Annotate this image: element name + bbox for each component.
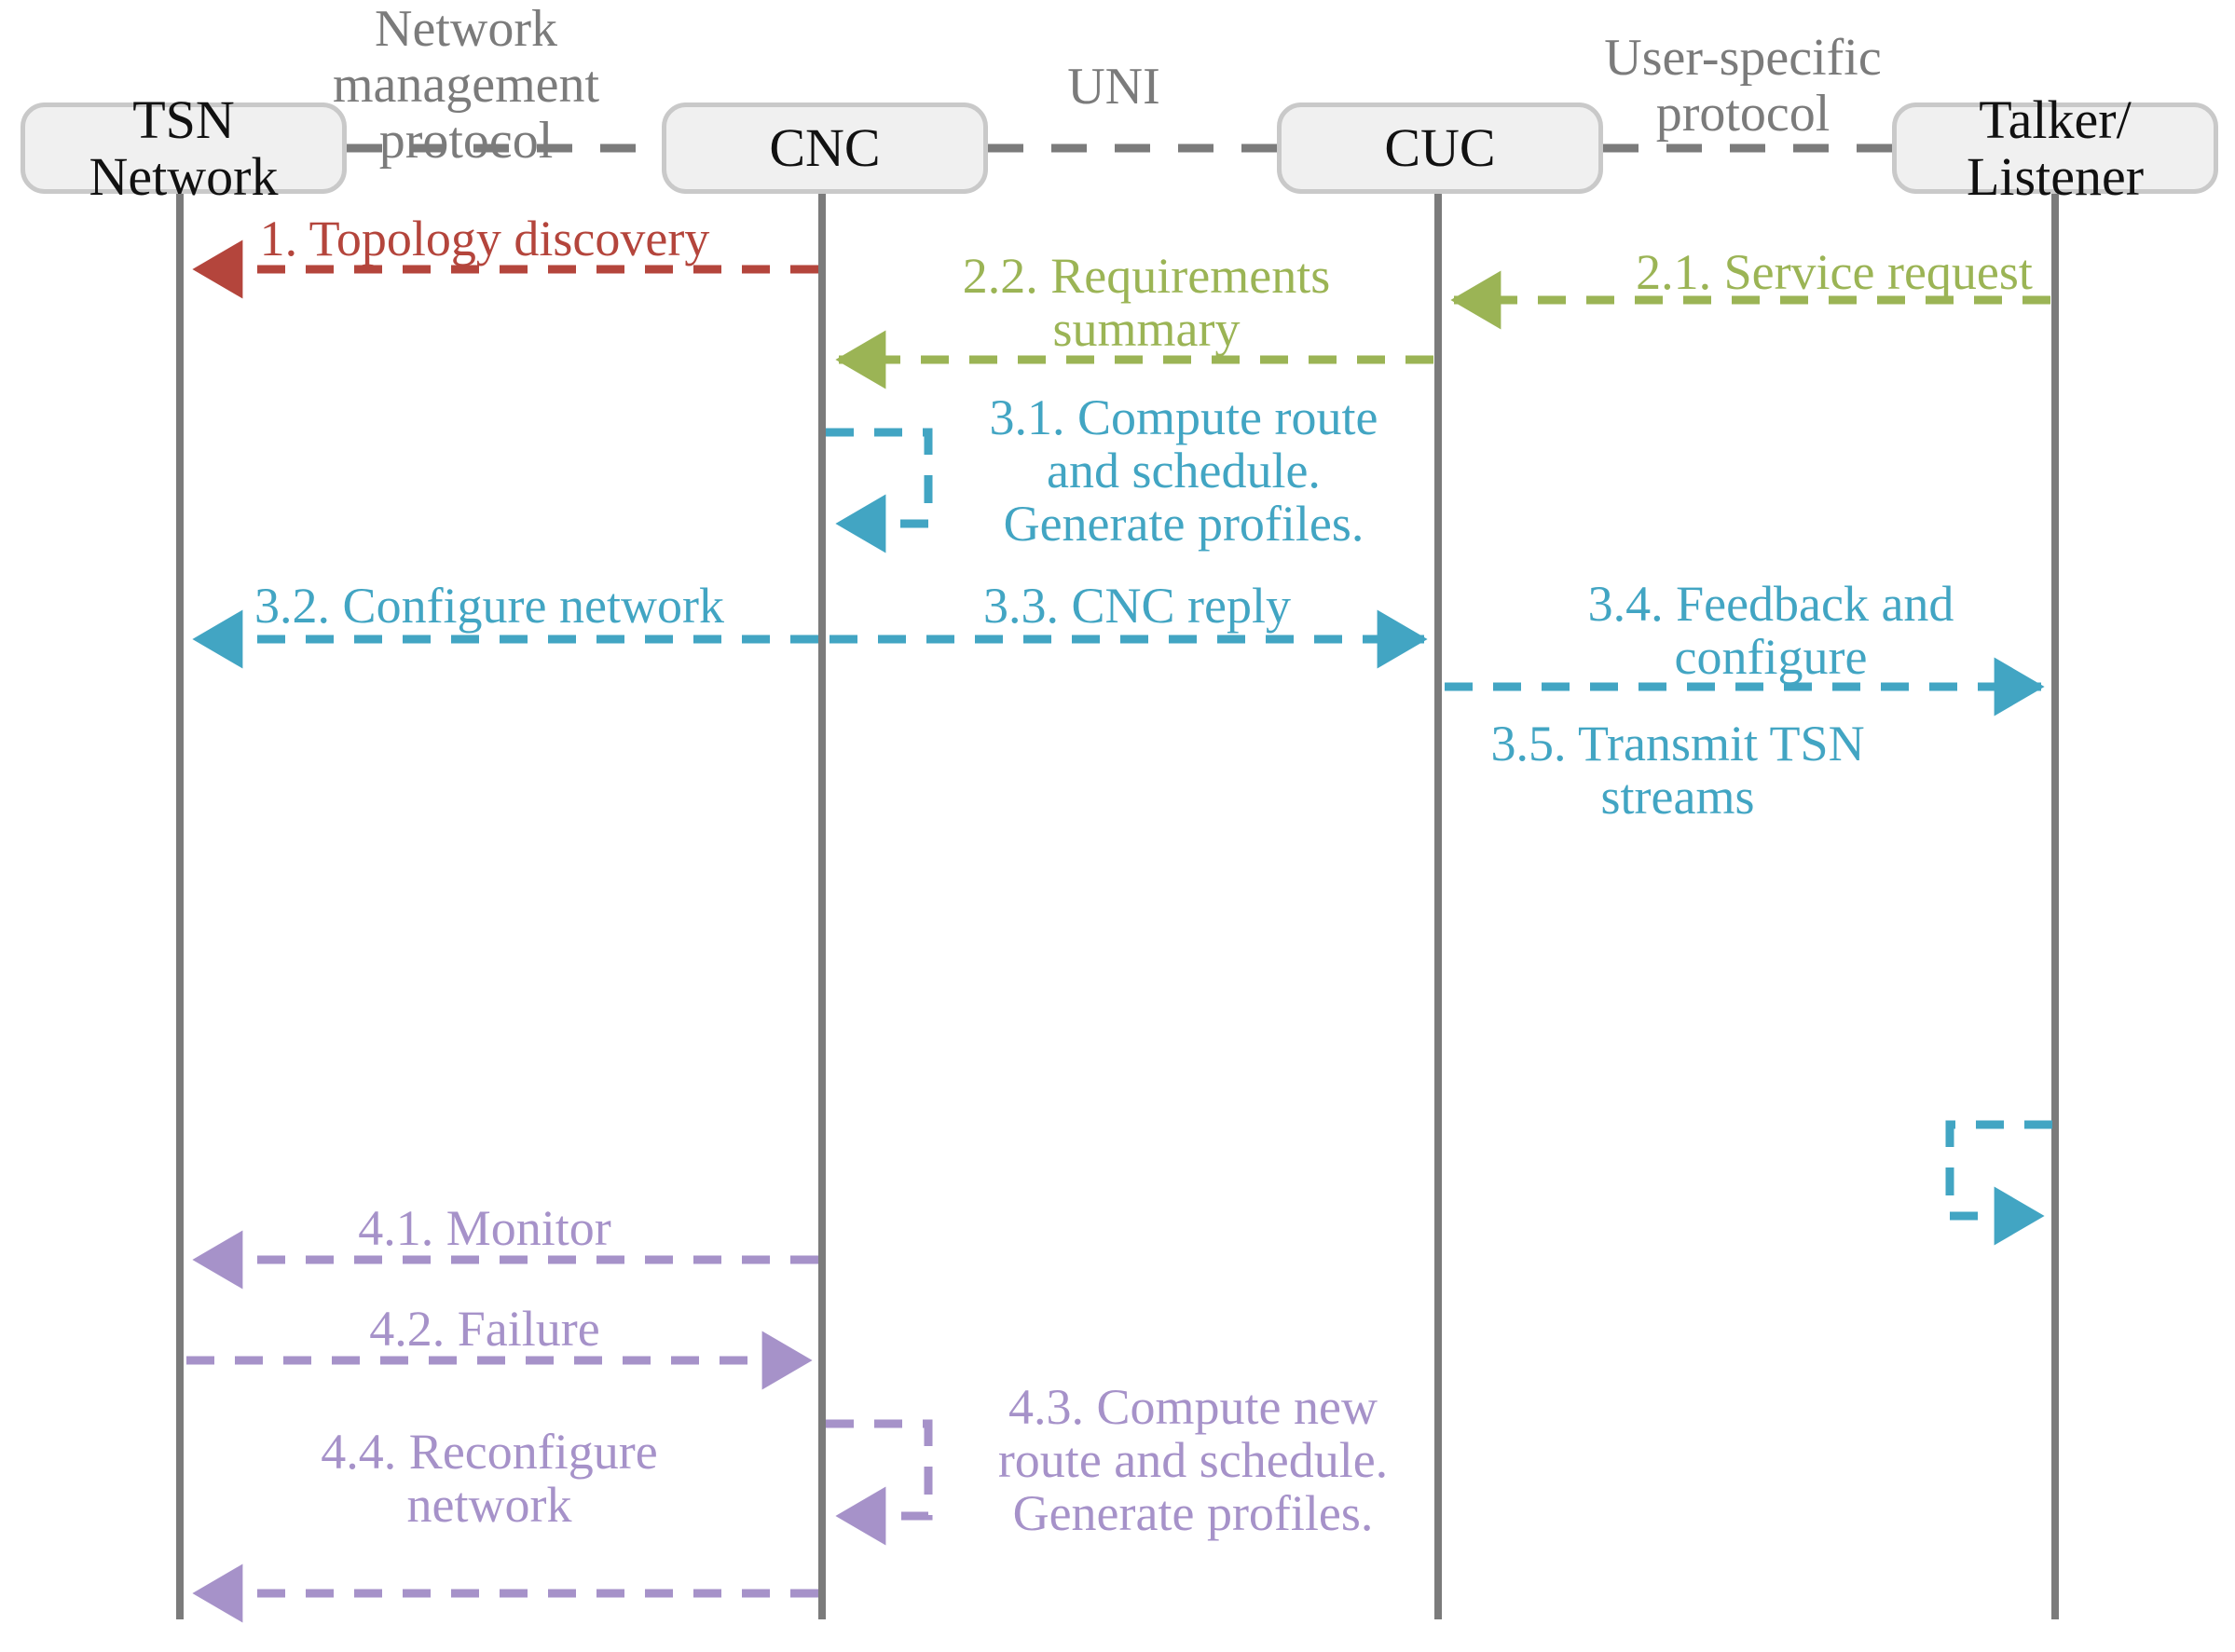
message-label-3-2-configure-network: 3.2. Configure network: [254, 578, 724, 634]
message-selfloop-3-1-compute-route: [826, 428, 933, 553]
message-label-4-2-failure: 4.2. Failure: [369, 1301, 600, 1357]
message-label-3-4-feedback-and-configure: 3.4. Feedback and configure: [1587, 576, 1954, 686]
message-label-3-5-transmit-tsn-streams: 3.5. Transmit TSN streams: [1490, 716, 1865, 826]
message-label-4-3-compute-new-route-and-schedule: 4.3. Compute new route and schedule. Gen…: [997, 1379, 1389, 1542]
message-selfloop-3-5-transmit-tsn-streams: [1945, 1120, 2052, 1246]
message-label-3-3-cnc-reply: 3.3. CNC reply: [983, 578, 1291, 634]
message-label-4-4-reconfigure-network: 4.4. Reconfigure network: [321, 1424, 658, 1534]
message-selfloop-4-3-compute-new-route: [826, 1419, 933, 1546]
participant-box-cnc[interactable]: CNC: [662, 102, 988, 194]
message-label-2-2-requirements-summary: 2.2. Requirements summary: [962, 248, 1331, 358]
message-label-2-1-service-request: 2.1. Service request: [1636, 244, 2033, 300]
interface-caption-uni: UNI: [1067, 58, 1160, 116]
message-label-3-1-compute-route-and-schedule: 3.1. Compute route and schedule. Generat…: [989, 389, 1378, 553]
message-label-1-topology-discovery: 1. Topology discovery: [259, 211, 710, 266]
participant-box-cuc[interactable]: CUC: [1277, 102, 1603, 194]
interface-caption-user-specific-protocol: User-specific protocol: [1604, 29, 1882, 143]
message-label-4-1-monitor: 4.1. Monitor: [358, 1200, 611, 1256]
lifelines: [176, 194, 2059, 1619]
interface-caption-network-management-protocol: Network management protocol: [332, 0, 600, 170]
